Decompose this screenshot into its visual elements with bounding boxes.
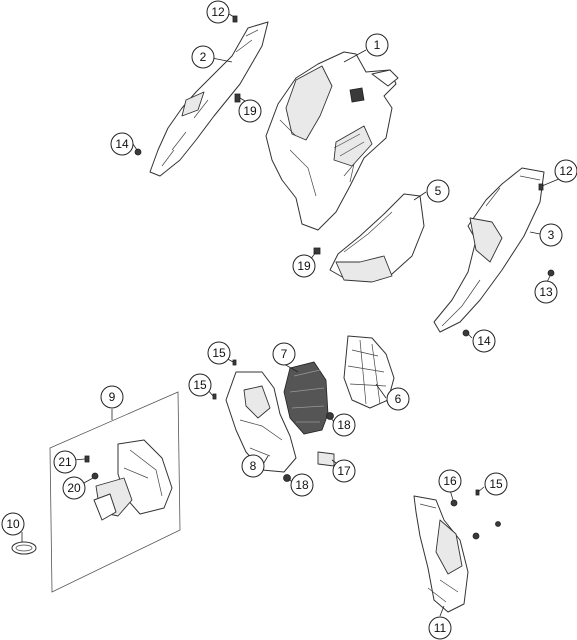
hardware-grommet-extra (472, 521, 501, 540)
callout-15c-label: 15 (489, 477, 503, 491)
filter-cage (343, 335, 395, 409)
callout-6: 6 (386, 387, 410, 411)
hardware-screw-15a (232, 359, 237, 366)
hardware-grommet-16 (450, 499, 458, 507)
hardware-screw-14a (134, 148, 142, 156)
callout-19b: 19 (292, 254, 316, 278)
callout-14b-label: 14 (477, 334, 491, 348)
callout-1: 1 (365, 33, 389, 57)
callout-15a-label: 15 (212, 346, 226, 360)
callout-1-label: 1 (374, 38, 381, 52)
callout-14a-label: 14 (115, 137, 129, 151)
side-panel-right (433, 167, 545, 333)
hardware-screw-12a (232, 15, 238, 23)
callout-12b-label: 12 (559, 164, 573, 178)
callout-15a: 15 (207, 341, 231, 365)
side-panel-left (149, 21, 269, 177)
callout-8-label: 8 (250, 459, 257, 473)
callout-2: 2 (191, 45, 215, 69)
side-cover-middle (329, 193, 425, 283)
hardware-clip-17 (317, 451, 335, 467)
hardware-screw-12b (538, 183, 544, 191)
callout-2-label: 2 (200, 50, 207, 64)
callout-17-label: 17 (337, 464, 351, 478)
filter-holder (225, 371, 297, 473)
hardware-fitting-20 (91, 472, 99, 480)
callout-12b: 12 (554, 159, 577, 183)
callout-14b: 14 (472, 329, 496, 353)
callout-11-label: 11 (434, 621, 447, 635)
callout-5-label: 5 (435, 184, 442, 198)
callout-16-label: 16 (443, 474, 457, 488)
intake-snorkel (413, 495, 469, 613)
airbox-center (265, 51, 399, 231)
callout-13-label: 13 (539, 285, 553, 299)
callout-18a-label: 18 (337, 418, 351, 432)
hardware-bolt-19a (234, 93, 241, 103)
air-filter (283, 361, 329, 435)
hardware-screw-15b (212, 393, 217, 400)
callout-17: 17 (332, 459, 356, 483)
callout-6-label: 6 (395, 392, 402, 406)
callout-18b: 18 (290, 473, 314, 497)
hardware-screw-15c (475, 489, 480, 496)
callout-10: 10 (1, 512, 25, 536)
callout-7-label: 7 (281, 347, 288, 361)
callout-15b-label: 15 (193, 378, 207, 392)
callout-9-label: 9 (109, 390, 116, 404)
hardware-nut-13 (547, 269, 555, 277)
callout-13: 13 (534, 280, 558, 304)
callout-5: 5 (426, 179, 450, 203)
callout-3: 3 (539, 223, 563, 247)
hose-clamp (11, 541, 37, 555)
callout-16: 16 (438, 469, 462, 493)
callout-7: 7 (272, 342, 296, 366)
callout-18a: 18 (332, 413, 356, 437)
hardware-screw-21 (84, 455, 90, 463)
callout-14a: 14 (110, 132, 134, 156)
callout-20: 20 (62, 476, 86, 500)
callout-19a: 19 (238, 99, 262, 123)
callout-9: 9 (100, 385, 124, 409)
callout-12a: 12 (206, 0, 230, 24)
hardware-screw-14b (462, 329, 470, 337)
callout-11: 11 (428, 616, 452, 640)
hardware-bolt-19b (313, 247, 321, 255)
callout-12a-label: 12 (211, 5, 225, 19)
leader-lines (21, 13, 567, 617)
callout-3-label: 3 (548, 228, 555, 242)
callout-19b-label: 19 (297, 259, 311, 273)
callout-20-label: 20 (67, 481, 81, 495)
callout-10-label: 10 (6, 517, 20, 531)
callout-21: 21 (53, 450, 77, 474)
callout-8: 8 (241, 454, 265, 478)
callout-15b: 15 (188, 373, 212, 397)
hardware-grommet-18b (283, 474, 291, 482)
callout-19a-label: 19 (243, 104, 257, 118)
callout-18b-label: 18 (295, 478, 309, 492)
hardware-grommet-18a (326, 412, 334, 420)
callout-15c: 15 (484, 472, 508, 496)
intake-boot-assembly (49, 391, 181, 593)
callout-21-label: 21 (58, 455, 72, 469)
